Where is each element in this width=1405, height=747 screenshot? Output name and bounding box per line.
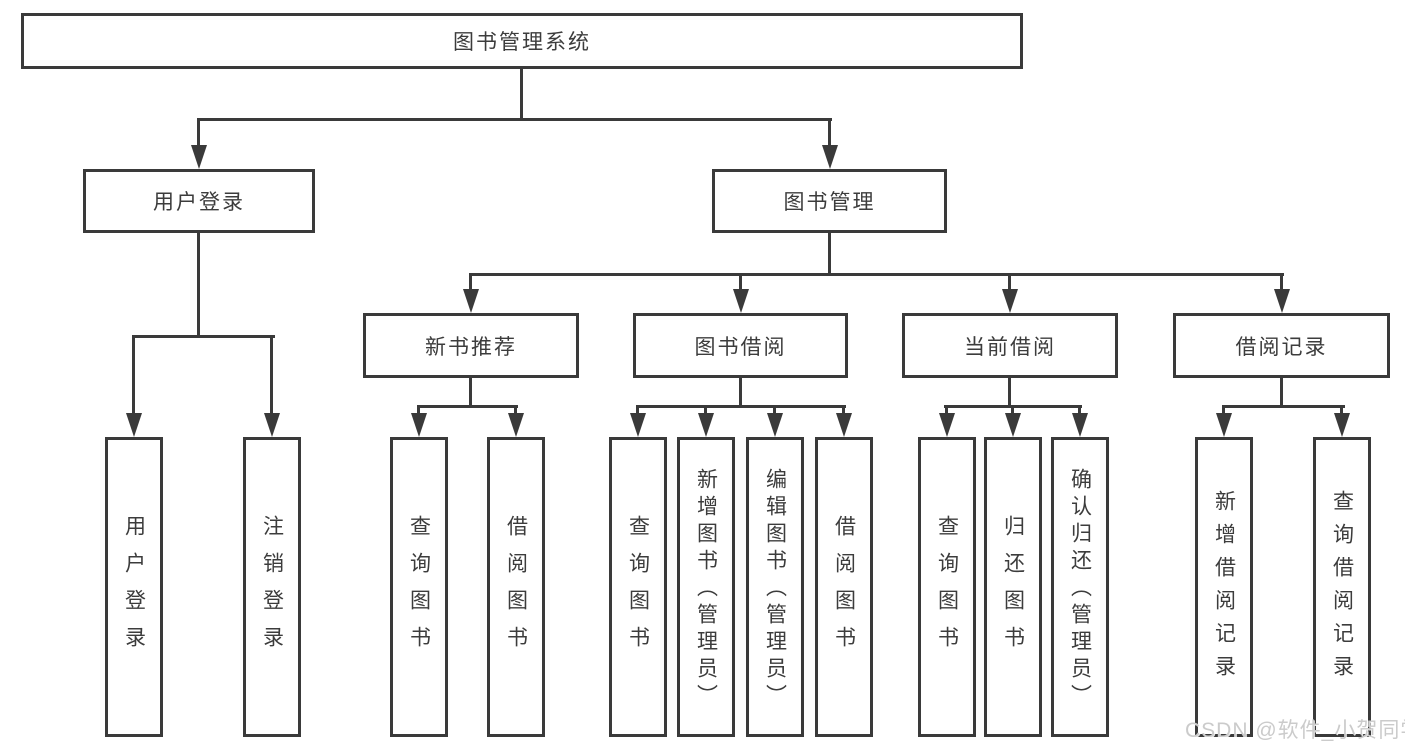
- leaf-query-book-current: 查询图书: [918, 437, 976, 737]
- leaf-confirm-return-admin: 确认归还（管理员）: [1051, 437, 1109, 737]
- connector-stub: [945, 408, 948, 415]
- node-root: 图书管理系统: [21, 13, 1023, 69]
- leaf-add-book-admin: 新增图书（管理员）: [677, 437, 735, 737]
- connector-borrow-records-rail: [1222, 405, 1345, 408]
- connector-book-borrow-rail: [636, 405, 846, 408]
- connector-stub: [1340, 408, 1343, 415]
- connector-stub-book-borrow: [739, 276, 742, 291]
- leaf-add-borrow-record: 新增借阅记录: [1195, 437, 1253, 737]
- connector-user-login-rail: [132, 335, 275, 338]
- leaf-edit-book-admin: 编辑图书（管理员）: [746, 437, 804, 737]
- arrow-down-icon: [463, 289, 479, 313]
- connector-current-borrow-rail: [944, 405, 1082, 408]
- leaf-logout: 注销登录: [243, 437, 301, 737]
- connector-stub: [514, 408, 517, 415]
- connector-stub-current-borrow: [1008, 276, 1011, 291]
- arrow-down-icon: [191, 145, 207, 169]
- connector-stub: [1011, 408, 1014, 415]
- leaf-query-borrow-record: 查询借阅记录: [1313, 437, 1371, 737]
- connector-stub-new-book: [469, 276, 472, 291]
- arrow-down-icon: [822, 145, 838, 169]
- connector-new-book-trunk: [469, 378, 472, 407]
- connector-new-book-rail: [417, 405, 518, 408]
- leaf-query-book-borrow: 查询图书: [609, 437, 667, 737]
- arrow-down-icon: [630, 413, 646, 437]
- connector-level2-rail: [197, 118, 832, 121]
- node-new-book-recommend: 新书推荐: [363, 313, 579, 378]
- connector-current-borrow-trunk: [1008, 378, 1011, 407]
- node-book-management: 图书管理: [712, 169, 947, 233]
- node-user-login: 用户登录: [83, 169, 315, 233]
- connector-root-trunk: [520, 69, 523, 120]
- leaf-user-login: 用户登录: [105, 437, 163, 737]
- arrow-down-icon: [1274, 289, 1290, 313]
- leaf-borrow-book-new: 借阅图书: [487, 437, 545, 737]
- leaf-borrow-book: 借阅图书: [815, 437, 873, 737]
- connector-stub: [842, 408, 845, 415]
- arrow-down-icon: [836, 413, 852, 437]
- connector-borrow-records-trunk: [1280, 378, 1283, 407]
- connector-book-borrow-trunk: [739, 378, 742, 407]
- arrow-down-icon: [264, 413, 280, 437]
- leaf-return-book: 归还图书: [984, 437, 1042, 737]
- node-borrow-records: 借阅记录: [1173, 313, 1390, 378]
- watermark: CSDN @软件_小贺同学: [1185, 719, 1405, 742]
- connector-stub-leaf-login: [132, 338, 135, 414]
- connector-user-login-trunk: [197, 233, 200, 337]
- connector-stub-user-login: [197, 121, 200, 149]
- arrow-down-icon: [411, 413, 427, 437]
- node-current-borrow: 当前借阅: [902, 313, 1118, 378]
- connector-stub: [773, 408, 776, 415]
- arrow-down-icon: [767, 413, 783, 437]
- connector-stub: [1078, 408, 1081, 415]
- arrow-down-icon: [733, 289, 749, 313]
- arrow-down-icon: [1072, 413, 1088, 437]
- arrow-down-icon: [1005, 413, 1021, 437]
- connector-stub: [704, 408, 707, 415]
- node-book-borrow: 图书借阅: [633, 313, 848, 378]
- arrow-down-icon: [698, 413, 714, 437]
- arrow-down-icon: [508, 413, 524, 437]
- connector-book-management-trunk: [828, 233, 831, 276]
- connector-stub-book-management: [828, 121, 831, 149]
- arrow-down-icon: [1002, 289, 1018, 313]
- connector-stub: [417, 408, 420, 415]
- arrow-down-icon: [939, 413, 955, 437]
- arrow-down-icon: [1334, 413, 1350, 437]
- connector-stub: [636, 408, 639, 415]
- leaf-query-book-new: 查询图书: [390, 437, 448, 737]
- connector-stub-leaf-logout: [270, 338, 273, 414]
- connector-level3-rail: [469, 273, 1284, 276]
- connector-stub-borrow-records: [1280, 276, 1283, 291]
- connector-stub: [1222, 408, 1225, 415]
- arrow-down-icon: [1216, 413, 1232, 437]
- arrow-down-icon: [126, 413, 142, 437]
